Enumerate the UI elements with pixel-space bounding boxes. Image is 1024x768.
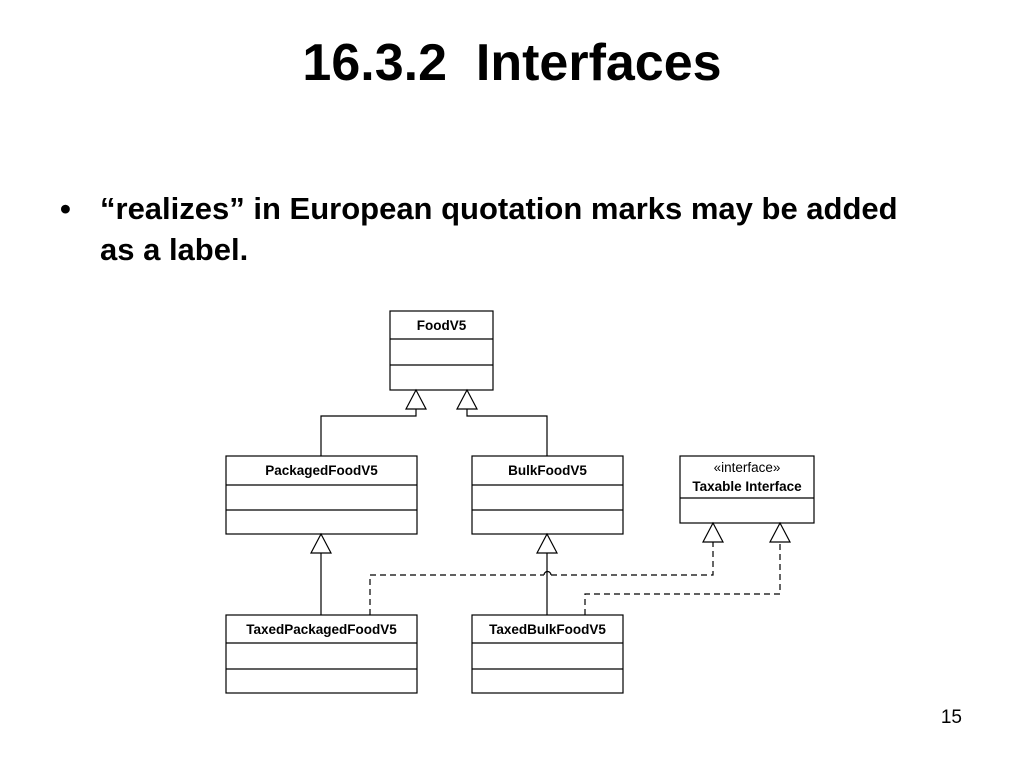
class-name-taxedbulkfoodv5: TaxedBulkFoodV5 xyxy=(489,622,606,637)
generalization-taxedbulk-to-bulk xyxy=(536,532,558,615)
realization-taxedbulk-to-taxable xyxy=(584,521,791,615)
class-name-foodv5: FoodV5 xyxy=(417,318,467,333)
class-name-packagedfoodv5: PackagedFoodV5 xyxy=(265,463,378,478)
class-box-foodv5 xyxy=(389,310,494,391)
interface-box-taxable xyxy=(679,455,815,524)
page-number: 15 xyxy=(940,707,962,728)
class-name-bulkfoodv5: BulkFoodV5 xyxy=(508,463,587,478)
class-name-taxedpackagedfoodv5: TaxedPackagedFoodV5 xyxy=(246,622,397,637)
bullet-text: “realizes” in European quotation marks m… xyxy=(100,191,898,267)
interface-name-taxable: Taxable Interface xyxy=(692,479,802,494)
bullet-item: • “realizes” in European quotation marks… xyxy=(60,188,920,270)
interface-stereotype: «interface» xyxy=(714,460,781,475)
generalization-taxedpackaged-to-packaged xyxy=(310,532,332,615)
slide-title: 16.3.2 Interfaces xyxy=(302,34,722,92)
generalization-bulk-to-food xyxy=(456,388,548,456)
bullet-mark: • xyxy=(60,191,71,226)
realization-taxedpackaged-to-taxable xyxy=(369,521,724,615)
generalization-packaged-to-food xyxy=(320,388,427,456)
class-box-taxedpackagedfoodv5 xyxy=(225,614,418,694)
